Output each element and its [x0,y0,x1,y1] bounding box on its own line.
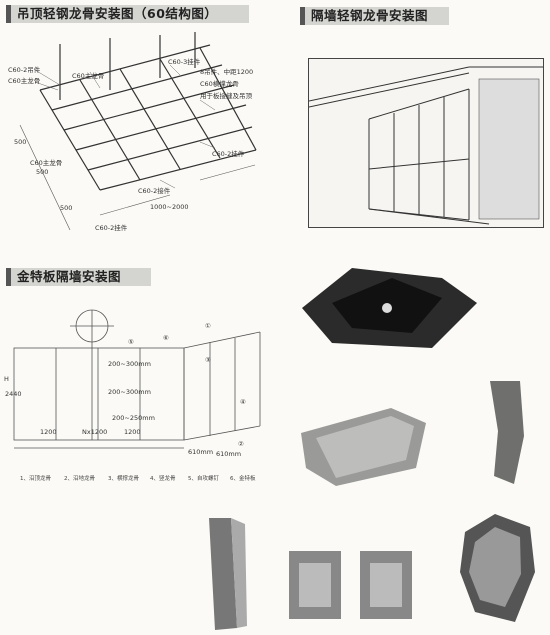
dim-2440: 2440 [5,390,22,398]
legend-item-6: 6、金特板 [230,476,256,482]
label-c60-main-lower: C60主龙骨 [30,159,63,167]
dim-500-a: 500 [14,138,27,146]
callout-2: ② [238,440,244,448]
dim-h: H [4,375,9,383]
dim-n1200: Nx1200 [82,428,108,436]
legend-item-2: 2、沿地龙骨 [64,476,95,482]
dim-1200-left: 1200 [40,428,57,436]
dim-500-b: 500 [36,168,49,176]
legend-item-4: 4、竖龙骨 [150,476,176,482]
main-hanger-photo [455,512,540,630]
callout-1: ① [205,322,211,330]
legend-item-5: 5、自攻螺钉 [188,476,219,482]
dim-610-b: 610mm [216,450,242,458]
ceiling-keel-diagram [0,30,290,240]
partition-keel-illustration [308,58,544,228]
metal-board-section-title: 金特板隔墙安装图 [6,268,151,286]
label-c60-2-connector-bottom: C60-2接件 [138,187,171,195]
label-c60-main-left: C60主龙骨 [8,77,41,85]
dim-range-b: 200~300mm [108,388,151,396]
dim-610-a: 610mm [188,448,214,456]
legend-item-3: 3、横撑龙骨 [108,476,139,482]
channel-bracket-photo [296,398,436,488]
steel-rail-photo [205,518,249,632]
partition-section-title: 隔墙轻钢龙骨安装图 [300,7,449,25]
label-spacing: 8吊件、中距1200 [200,68,254,76]
label-c60-3-connector: C60-3挂件 [168,58,201,66]
ceiling-section-title: 吊顶轻钢龙骨安装图（60结构图） [6,5,249,23]
callout-6: ⑥ [163,334,169,342]
label-c60-main-top: C60主龙骨 [72,72,105,80]
callout-4: ④ [240,398,246,406]
dim-range-a: 200~300mm [108,360,151,368]
callout-5: ⑤ [128,338,134,346]
metal-board-partition-diagram [0,298,275,468]
label-c60-2-connector-right: C60-2挂件 [212,150,245,158]
dim-500-c: 500 [60,204,73,212]
double-clip-photo-b [356,545,416,625]
cross-connector-photo [292,248,482,360]
dim-range-c: 200~250mm [112,414,155,422]
dim-range: 1000~2000 [150,203,189,211]
double-clip-photo-a [285,545,345,625]
legend-item-1: 1、沿顶龙骨 [20,476,51,482]
callout-3: ③ [205,356,211,364]
label-c60-cross: C60横撑龙骨 [200,80,239,88]
label-c60-2-hanger: C60-2吊件 [8,66,41,74]
label-c60-2-connector-lower: C60-2挂件 [95,224,128,232]
dim-1200-right: 1200 [124,428,141,436]
label-gap-note: 用于板接缝及吊顶 [200,92,252,100]
angle-hanger-photo [484,376,528,488]
